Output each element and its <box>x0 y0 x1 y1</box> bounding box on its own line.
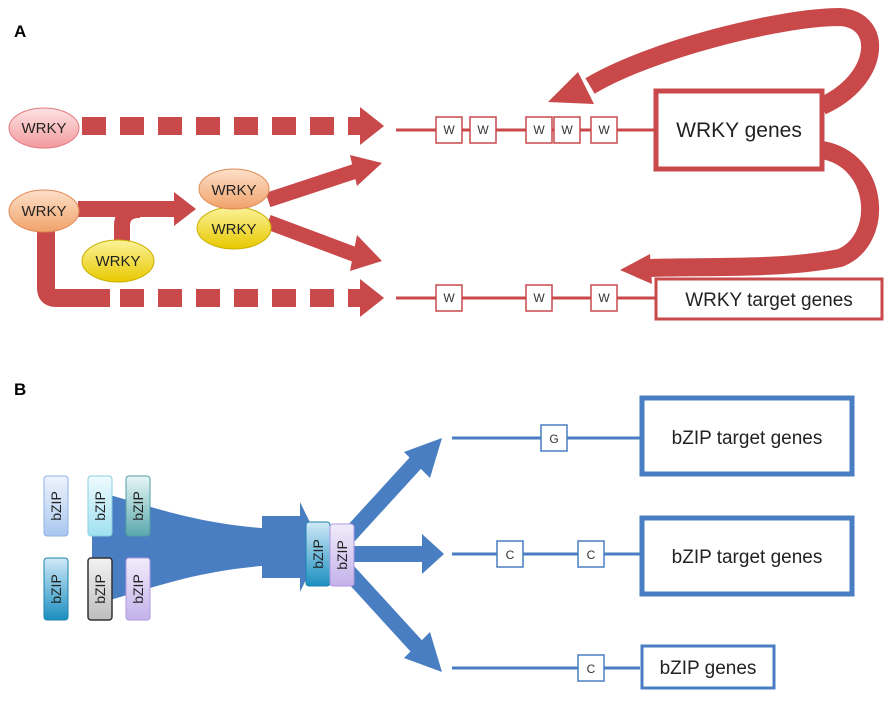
g-box: G <box>540 424 568 452</box>
svg-text:WRKY target genes: WRKY target genes <box>685 290 853 311</box>
feedback-loop-top <box>548 7 880 115</box>
c-box: C <box>577 540 605 568</box>
dashed-arrow-top <box>82 107 384 145</box>
svg-text:WRKY: WRKY <box>212 182 257 199</box>
bzip-tile: bZIP <box>125 475 151 537</box>
panel-a-label: A <box>14 22 26 41</box>
svg-text:bZIP: bZIP <box>334 540 350 570</box>
arrow-to-dimer <box>78 192 196 246</box>
svg-text:WRKY: WRKY <box>22 203 67 220</box>
feedback-loop-bottom <box>620 141 880 284</box>
svg-text:bZIP: bZIP <box>130 491 146 521</box>
svg-text:C: C <box>587 662 596 676</box>
svg-text:W: W <box>533 123 545 137</box>
blue-fan-arrows <box>339 438 444 672</box>
svg-text:W: W <box>533 291 545 305</box>
fan-out-arrows <box>265 155 382 271</box>
bzip-tile: bZIP <box>43 475 69 537</box>
svg-text:C: C <box>506 548 515 562</box>
svg-text:WRKY: WRKY <box>22 120 67 137</box>
svg-text:W: W <box>443 123 455 137</box>
bzip-target-genes-box-2: bZIP target genes <box>639 515 855 597</box>
bzip-tile: bZIP <box>125 557 151 621</box>
w-box: W <box>435 284 463 312</box>
wrky-oval-orange: WRKY <box>8 189 80 233</box>
c-box: C <box>496 540 524 568</box>
svg-text:W: W <box>561 123 573 137</box>
svg-text:bZIP target genes: bZIP target genes <box>672 547 823 568</box>
wrky-target-genes-box: WRKY target genes <box>654 277 884 321</box>
svg-text:bZIP genes: bZIP genes <box>660 658 757 679</box>
w-box: W <box>435 116 463 144</box>
svg-text:bZIP: bZIP <box>48 574 64 604</box>
c-box: C <box>577 654 605 682</box>
wrky-oval-pink: WRKY <box>8 107 80 149</box>
svg-text:WRKY genes: WRKY genes <box>676 119 802 142</box>
bzip-dimer: bZIP bZIP <box>305 521 355 587</box>
svg-text:bZIP: bZIP <box>130 574 146 604</box>
svg-text:bZIP target genes: bZIP target genes <box>672 428 823 449</box>
dashed-arrow-bottom <box>120 279 384 317</box>
svg-text:W: W <box>598 123 610 137</box>
panel-b-label: B <box>14 380 26 399</box>
svg-text:WRKY: WRKY <box>96 253 141 270</box>
svg-text:bZIP: bZIP <box>92 574 108 604</box>
bzip-tile: bZIP <box>43 557 69 621</box>
svg-text:WRKY: WRKY <box>212 221 257 238</box>
w-box: W <box>525 284 553 312</box>
wrky-oval-yellow: WRKY <box>81 239 155 283</box>
w-box: W <box>553 116 581 144</box>
l-connector <box>37 228 110 307</box>
wrky-genes-box: WRKY genes <box>653 88 825 172</box>
bzip-genes-box: bZIP genes <box>640 644 776 690</box>
w-box: W <box>469 116 497 144</box>
svg-text:W: W <box>443 291 455 305</box>
svg-text:bZIP: bZIP <box>310 539 326 569</box>
w-box: W <box>590 284 618 312</box>
svg-text:W: W <box>477 123 489 137</box>
w-box: W <box>525 116 553 144</box>
svg-text:bZIP: bZIP <box>48 491 64 521</box>
bzip-tile: bZIP <box>87 557 113 621</box>
svg-text:W: W <box>598 291 610 305</box>
bzip-tile: bZIP <box>87 475 113 537</box>
svg-text:C: C <box>587 548 596 562</box>
bzip-target-genes-box-1: bZIP target genes <box>639 395 855 477</box>
wrky-dimer: WRKY WRKY <box>196 168 272 250</box>
svg-text:bZIP: bZIP <box>92 491 108 521</box>
svg-text:G: G <box>549 432 558 446</box>
w-box: W <box>590 116 618 144</box>
